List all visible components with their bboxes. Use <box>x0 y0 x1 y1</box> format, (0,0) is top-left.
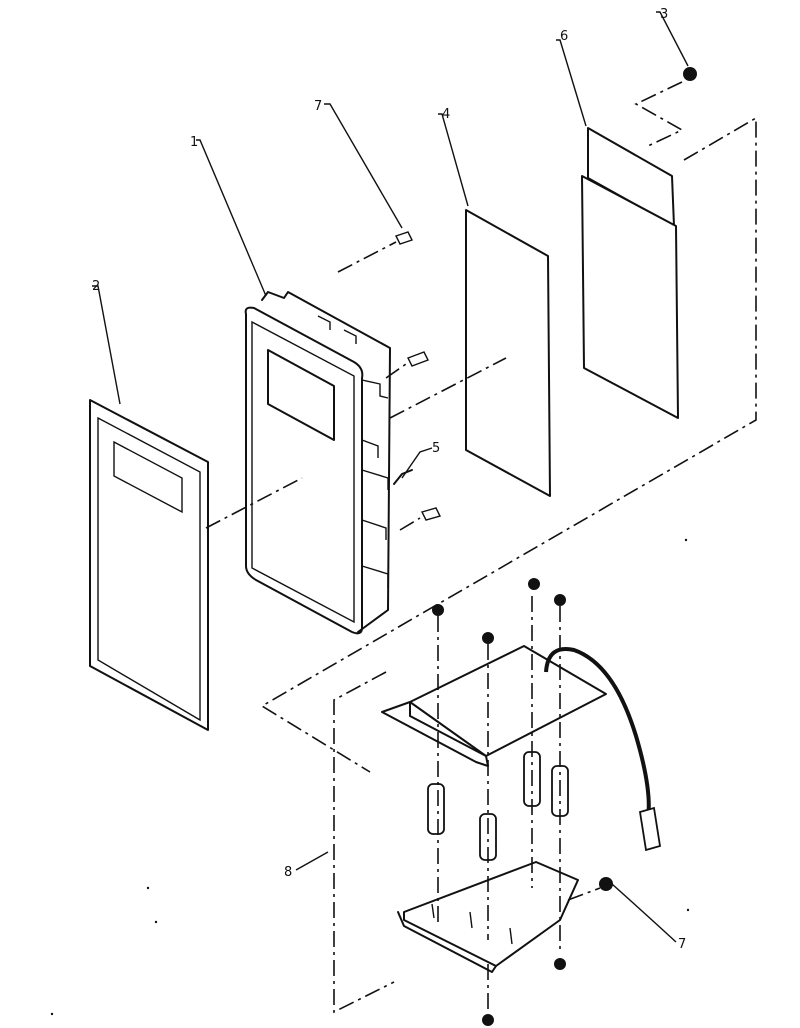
callout-1: 1 <box>190 135 198 150</box>
enclosure-outline <box>260 116 757 773</box>
callout-4: 4 <box>442 107 450 122</box>
callout-7-top: 7 <box>314 99 322 114</box>
part-5-screws <box>385 351 442 531</box>
part-4-middle-sheet <box>465 209 551 497</box>
callout-5: 5 <box>432 441 440 456</box>
part-7-top-screw <box>337 231 413 273</box>
callout-3: 3 <box>660 7 668 22</box>
part-2-front-panel <box>89 399 209 731</box>
part-6-back-sheets <box>581 127 679 419</box>
part-1-control-frame <box>244 291 391 635</box>
callout-7-bottom: 7 <box>678 937 686 952</box>
alignment-line-2-1 <box>205 477 303 529</box>
leader-lines <box>92 11 689 943</box>
part-3-screw <box>634 67 697 147</box>
callout-8: 8 <box>284 865 292 880</box>
alignment-line-1-4 <box>389 357 507 419</box>
part-8-board-assembly <box>333 578 662 1026</box>
callout-2: 2 <box>92 279 100 294</box>
callout-6: 6 <box>560 29 568 44</box>
